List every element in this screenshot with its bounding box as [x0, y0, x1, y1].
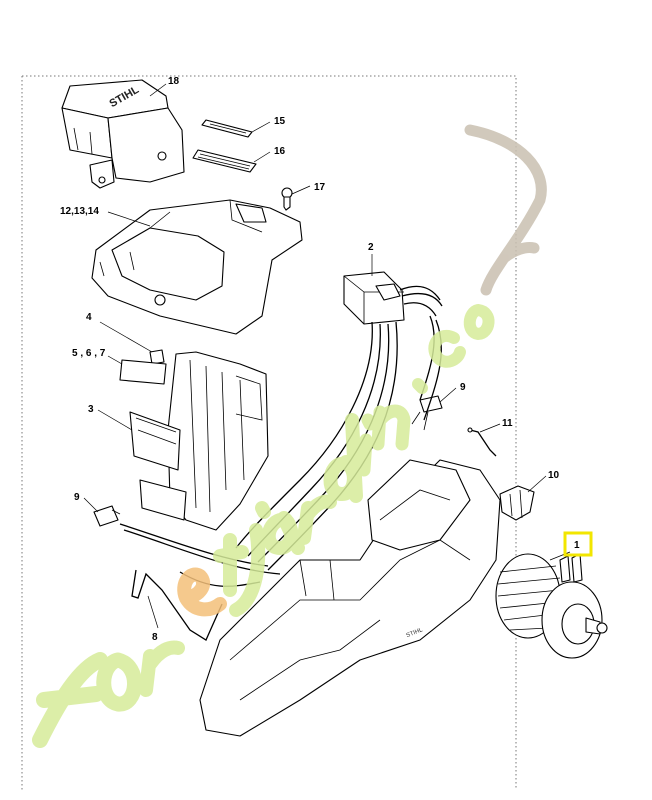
callout-16: 16 — [274, 146, 286, 157]
callout-9-upper: 9 — [460, 382, 466, 393]
part-11-clip — [467, 427, 497, 457]
part-5-6-7-label — [119, 359, 167, 385]
part-2-ignition-module — [343, 271, 443, 325]
callout-4: 4 — [86, 312, 92, 323]
part-18-top-cover: STIHL — [61, 79, 185, 189]
part-9-connector-a — [411, 395, 443, 431]
callout-2: 2 — [368, 242, 374, 253]
callout-1: 1 — [574, 540, 580, 551]
part-8-wire — [131, 569, 223, 641]
callouts: 18 15 16 17 12,13,14 2 4 5 , 6 , 7 3 9 1… — [60, 76, 593, 643]
main-housing: STIHL — [199, 459, 501, 737]
callout-18: 18 — [168, 76, 180, 87]
callout-5-6-7: 5 , 6 , 7 — [72, 348, 106, 359]
part-16-strip — [192, 149, 257, 173]
part-9-connector-b — [93, 505, 121, 527]
part-12-13-14-shroud — [91, 199, 303, 335]
part-15-strip — [201, 119, 253, 138]
watermark — [32, 124, 547, 748]
callout-17: 17 — [314, 182, 326, 193]
callout-8: 8 — [152, 632, 158, 643]
part-4-small-plate — [149, 349, 165, 365]
callout-9-lower: 9 — [74, 492, 80, 503]
callout-15: 15 — [274, 116, 286, 127]
part-10-bracket — [499, 485, 535, 521]
callout-1-highlight — [563, 531, 593, 557]
part-3-frame — [129, 351, 269, 531]
leader-lines — [83, 83, 571, 629]
diagram-frame — [21, 75, 517, 790]
callout-3: 3 — [88, 404, 94, 415]
part-1-flywheel — [495, 553, 608, 659]
callout-12-13-14: 12,13,14 — [60, 206, 99, 217]
callout-11: 11 — [502, 418, 513, 429]
part-17-screw — [281, 187, 293, 211]
callout-10: 10 — [548, 470, 560, 481]
